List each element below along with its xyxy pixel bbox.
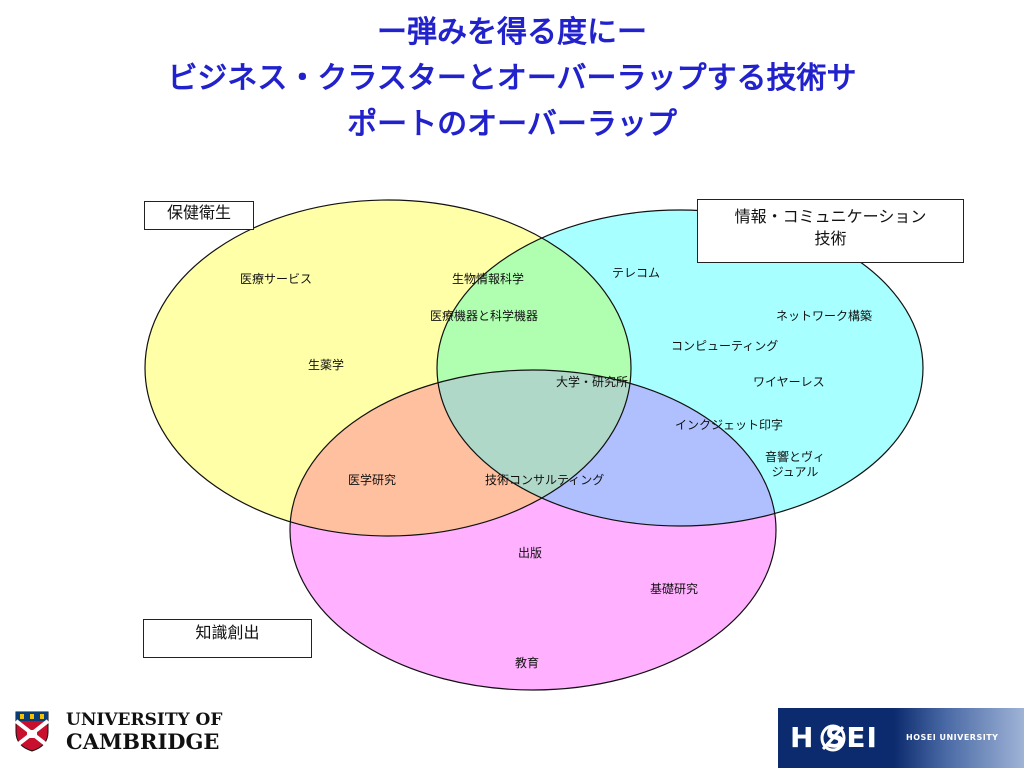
- health-box: 保健衛生: [144, 201, 254, 230]
- label-bioinformatics: 生物情報科学: [452, 272, 525, 286]
- cambridge-wordmark: UNIVERSITY OF CAMBRIDGE: [66, 710, 222, 754]
- label-audio-visual-line-2: ジュアル: [771, 465, 819, 479]
- title-line-3: ポートのオーバーラップ: [347, 107, 677, 142]
- label-pharmacy: 生薬学: [308, 358, 345, 372]
- knowledge-box-label: 知識創出: [195, 623, 260, 642]
- knowledge-box: 知識創出: [143, 619, 312, 658]
- label-inkjet: インクジェット印字: [675, 418, 784, 432]
- label-audio-visual: 音響とヴィ ジュアル: [765, 450, 825, 480]
- overlap-ict-knowledge: [437, 370, 776, 526]
- cambridge-line-1: UNIVERSITY OF: [66, 710, 223, 730]
- title-line-2: ビジネス・クラスターとオーバーラップする技術サ: [167, 61, 857, 96]
- ict-box-label-line-2: 技術: [814, 229, 847, 248]
- cambridge-line-2: CAMBRIDGE: [66, 729, 220, 754]
- slide-title: ー弾みを得る度にー ビジネス・クラスターとオーバーラップする技術サ ポートのオー…: [0, 10, 1024, 148]
- label-wireless: ワイヤーレス: [753, 375, 825, 389]
- label-education: 教育: [515, 656, 540, 670]
- label-network: ネットワーク構築: [776, 309, 873, 323]
- cambridge-crest-icon: [14, 711, 50, 752]
- hosei-subtitle: HOSEI UNIVERSITY: [906, 733, 999, 742]
- label-basic-research: 基礎研究: [650, 582, 699, 596]
- cambridge-logo: UNIVERSITY OF CAMBRIDGE: [12, 710, 222, 754]
- label-tech-consulting: 技術コンサルティング: [485, 473, 605, 487]
- label-medical-research: 医学研究: [348, 473, 397, 487]
- hosei-o-icon: [820, 724, 846, 752]
- ict-box-label-line-1: 情報・コミュニケーション: [734, 207, 927, 226]
- title-line-1: ー弾みを得る度にー: [377, 15, 647, 50]
- label-medical-services: 医療サービス: [240, 272, 313, 286]
- ict-box: 情報・コミュニケーション 技術: [697, 199, 964, 263]
- label-university: 大学・研究所: [556, 375, 629, 389]
- health-box-label: 保健衛生: [166, 203, 231, 222]
- label-medical-devices: 医療機器と科学機器: [430, 309, 539, 323]
- label-computing: コンピューティング: [671, 339, 779, 353]
- hosei-logo: H SEI HOSEI UNIVERSITY: [778, 708, 1024, 768]
- label-telecom: テレコム: [612, 266, 661, 280]
- label-publishing: 出版: [518, 546, 543, 560]
- label-audio-visual-line-1: 音響とヴィ: [765, 450, 826, 464]
